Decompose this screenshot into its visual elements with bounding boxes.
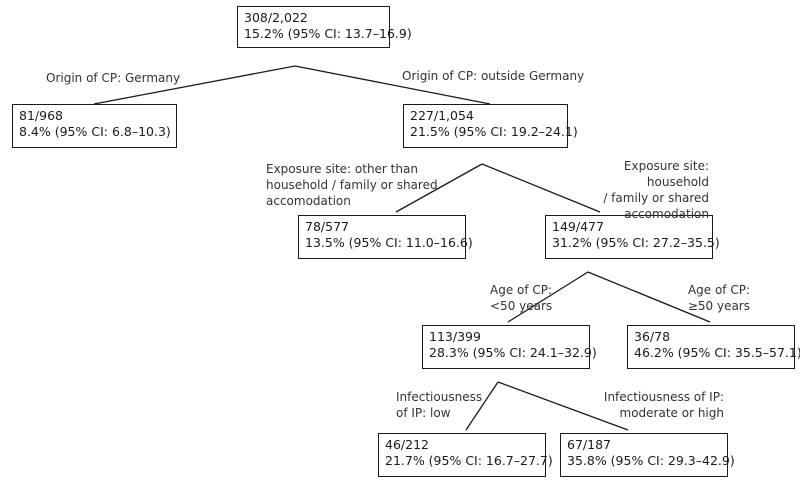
node-age-lt50-pct: 28.3% (95% CI: 24.1–32.9) bbox=[429, 345, 597, 360]
node-outside-pct: 21.5% (95% CI: 19.2–24.1) bbox=[410, 124, 578, 139]
node-age-lt50-count: 113/399 bbox=[429, 329, 481, 344]
edge-lt50-high bbox=[497, 381, 629, 431]
node-germany-count: 81/968 bbox=[19, 108, 63, 123]
edge-outside-other bbox=[395, 163, 483, 213]
label-line: Exposure site: other than bbox=[266, 162, 418, 176]
node-root-pct: 15.2% (95% CI: 13.7–16.9) bbox=[244, 26, 412, 41]
node-other-site-count: 78/577 bbox=[305, 219, 349, 234]
label-site-household: Exposure site: household / family or sha… bbox=[566, 158, 709, 222]
edge-household-ge50 bbox=[587, 271, 711, 323]
node-inf-high-count: 67/187 bbox=[567, 437, 611, 452]
label-age-lt50: Age of CP: <50 years bbox=[490, 282, 552, 314]
label-line: of IP: low bbox=[396, 406, 451, 420]
label-line: household / family or shared bbox=[266, 178, 438, 192]
label-line: accomodation bbox=[266, 194, 351, 208]
node-other-site-pct: 13.5% (95% CI: 11.0–16.6) bbox=[305, 235, 473, 250]
label-age-ge50: Age of CP: ≥50 years bbox=[670, 282, 750, 314]
node-inf-high: 67/187 35.8% (95% CI: 29.3–42.9) bbox=[560, 433, 735, 477]
label-line: Age of CP: bbox=[490, 283, 553, 297]
label-line: / family or shared bbox=[603, 191, 709, 205]
label-origin-outside: Origin of CP: outside Germany bbox=[402, 68, 584, 84]
label-line: Exposure site: household bbox=[623, 159, 709, 189]
label-line: Infectiousness of IP: bbox=[603, 390, 724, 404]
node-outside-count: 227/1,054 bbox=[410, 108, 474, 123]
label-line: <50 years bbox=[490, 299, 553, 313]
node-inf-low-count: 46/212 bbox=[385, 437, 429, 452]
node-household: 149/477 31.2% (95% CI: 27.2–35.5) bbox=[545, 215, 720, 259]
label-line: moderate or high bbox=[619, 406, 724, 420]
node-household-count: 149/477 bbox=[552, 219, 604, 234]
label-inf-high: Infectiousness of IP: moderate or high bbox=[594, 389, 724, 421]
label-line: Age of CP: bbox=[687, 283, 750, 297]
label-line: ≥50 years bbox=[687, 299, 750, 313]
node-inf-low-pct: 21.7% (95% CI: 16.7–27.7) bbox=[385, 453, 553, 468]
node-outside: 227/1,054 21.5% (95% CI: 19.2–24.1) bbox=[403, 104, 578, 148]
node-germany-pct: 8.4% (95% CI: 6.8–10.3) bbox=[19, 124, 171, 139]
label-line: Origin of CP: Germany bbox=[46, 71, 181, 85]
node-age-ge50: 36/78 46.2% (95% CI: 35.5–57.1) bbox=[627, 325, 800, 369]
node-root: 308/2,022 15.2% (95% CI: 13.7–16.9) bbox=[237, 6, 412, 48]
node-inf-low: 46/212 21.7% (95% CI: 16.7–27.7) bbox=[378, 433, 553, 477]
node-inf-high-pct: 35.8% (95% CI: 29.3–42.9) bbox=[567, 453, 735, 468]
node-age-ge50-count: 36/78 bbox=[634, 329, 671, 344]
edge-outside-household bbox=[481, 163, 601, 213]
label-origin-germany: Origin of CP: Germany bbox=[46, 70, 180, 86]
node-age-ge50-pct: 46.2% (95% CI: 35.5–57.1) bbox=[634, 345, 800, 360]
node-household-pct: 31.2% (95% CI: 27.2–35.5) bbox=[552, 235, 720, 250]
node-germany: 81/968 8.4% (95% CI: 6.8–10.3) bbox=[12, 104, 177, 148]
label-line: Infectiousness bbox=[396, 390, 483, 404]
label-line: Origin of CP: outside Germany bbox=[402, 69, 585, 83]
edge-household-lt50 bbox=[507, 271, 589, 323]
edge-root-outside bbox=[294, 65, 491, 105]
node-root-count: 308/2,022 bbox=[244, 10, 308, 25]
node-age-lt50: 113/399 28.3% (95% CI: 24.1–32.9) bbox=[422, 325, 597, 369]
edge-lt50-low bbox=[465, 381, 499, 431]
edge-root-germany bbox=[93, 65, 296, 105]
label-inf-low: Infectiousness of IP: low bbox=[396, 389, 482, 421]
label-site-other: Exposure site: other than household / fa… bbox=[266, 161, 438, 209]
node-other-site: 78/577 13.5% (95% CI: 11.0–16.6) bbox=[298, 215, 473, 259]
label-line: accomodation bbox=[624, 207, 709, 221]
